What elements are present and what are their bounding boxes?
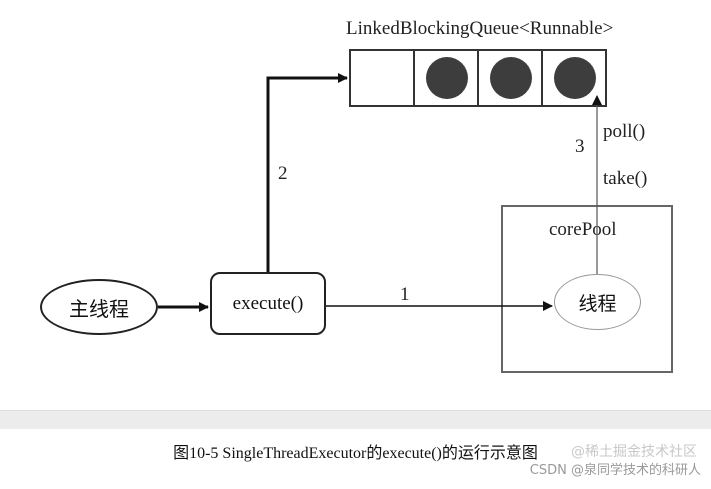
step-2-label: 2 — [278, 163, 288, 184]
arrow-execute-to-queue — [266, 73, 348, 272]
core-pool-box — [501, 205, 673, 373]
main-thread-node: 主线程 — [40, 279, 158, 335]
take-label: take() — [603, 168, 648, 189]
step-3-label: 3 — [575, 136, 585, 157]
task-dot — [554, 57, 596, 99]
connector-arrows — [158, 73, 602, 312]
queue-slot-task — [413, 49, 479, 107]
diagram-canvas: LinkedBlockingQueue<Runnable> corePool 主… — [40, 18, 673, 373]
task-dot — [490, 57, 532, 99]
divider-bar — [0, 410, 711, 429]
queue-slot-task — [477, 49, 543, 107]
queue-title: LinkedBlockingQueue<Runnable> — [346, 18, 614, 39]
watermark-overlay: @稀土掘金技术社区 — [571, 444, 697, 460]
core-pool-label: corePool — [549, 219, 617, 240]
step-1-label: 1 — [400, 284, 410, 305]
execute-node: execute() — [210, 272, 326, 335]
poll-label: poll() — [603, 121, 646, 142]
worker-thread-node: 线程 — [554, 274, 641, 330]
task-dot — [426, 57, 468, 99]
figure-caption: 图10-5 SingleThreadExecutor的execute()的运行示… — [173, 445, 538, 462]
watermark-source: CSDN @泉同学技术的科研人 — [529, 463, 701, 478]
